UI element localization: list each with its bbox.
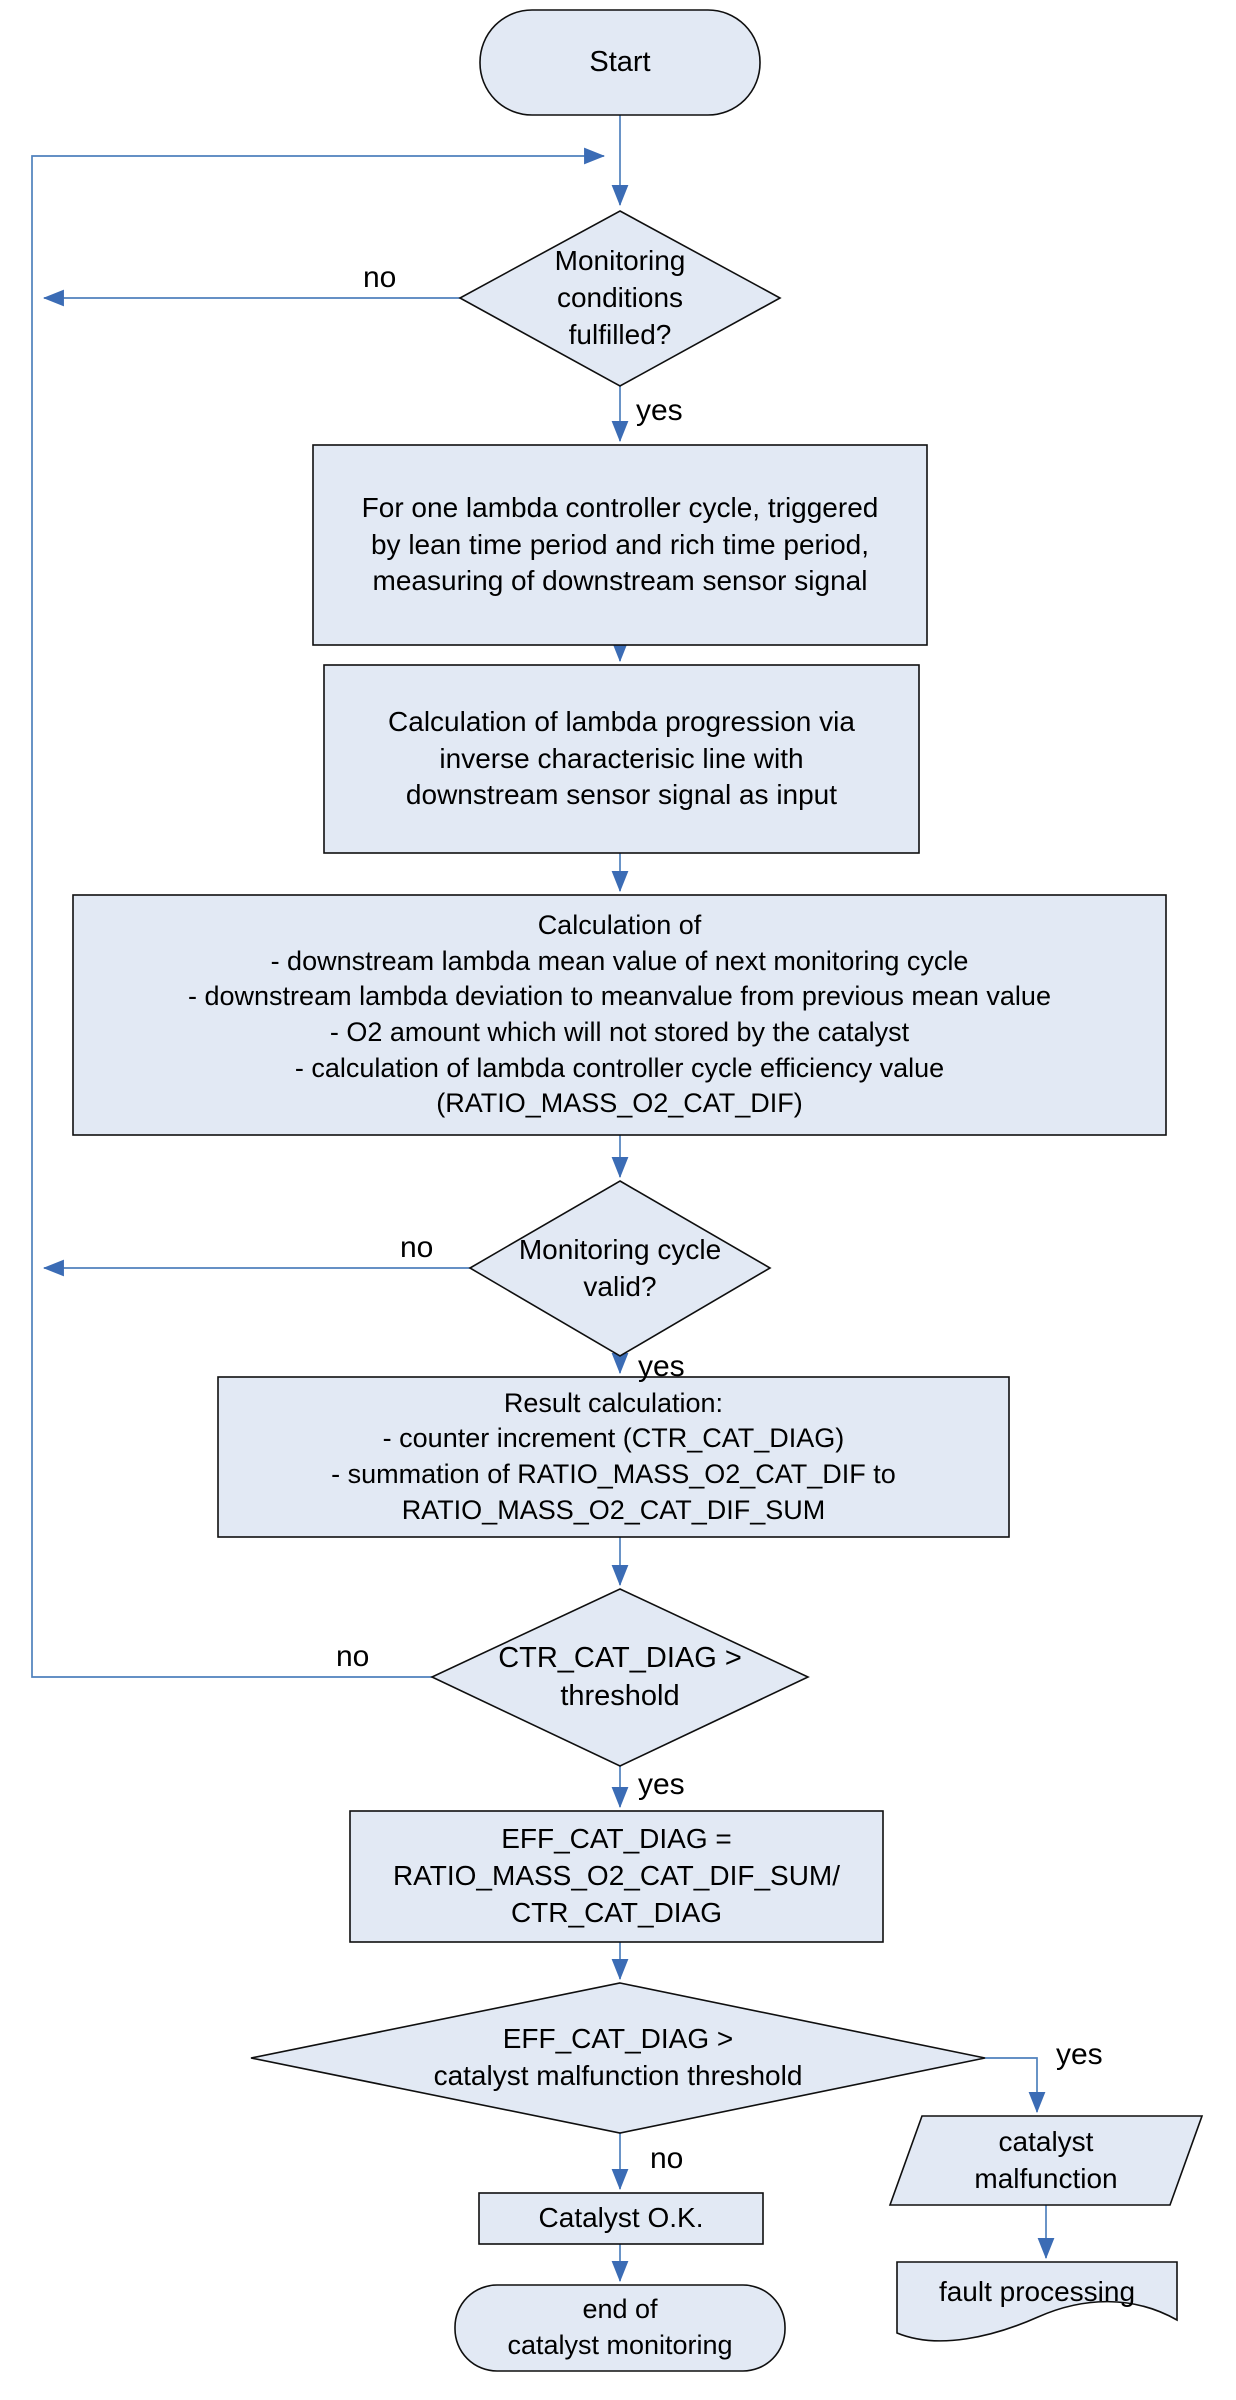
eff-threshold-label: EFF_CAT_DIAG > catalyst malfunction thre… [433, 2023, 803, 2091]
result-calculation-rect-shape [217, 1376, 1010, 1538]
connector-no-return-rail [31, 147, 606, 1678]
fault-processing-label: fault processing [938, 2275, 1136, 2307]
cycle-valid-label: Monitoring cycle valid? [518, 1233, 722, 1302]
connector-effthreshold-yes [985, 2057, 1046, 2114]
ctr-yes-label: yes [638, 1768, 685, 1801]
monitoring-no-label: no [363, 261, 397, 294]
cycle-valid-diamond-shape [468, 1180, 772, 1357]
monitoring-conditions-label: Monitoring conditions fulfilled? [554, 245, 686, 350]
eff-calculation-rect-shape [349, 1810, 884, 1943]
result-calculation-label: Result calculation: - counter increment … [331, 1387, 896, 1525]
catalyst-malfunction-label: catalyst malfunction [974, 2125, 1118, 2194]
start-label: Start [589, 46, 651, 79]
monitoring-yes-label: yes [636, 394, 683, 427]
monitoring-conditions-diamond-shape [458, 210, 782, 387]
catalyst-ok-label: Catalyst O.K. [538, 2202, 704, 2234]
cycle-no-label: no [400, 1231, 434, 1264]
fault-processing-document-shape [896, 2261, 1178, 2342]
eff-no-label: no [650, 2142, 684, 2175]
calculation-rect-shape [72, 894, 1167, 1136]
ctr-threshold-label: CTR_CAT_DIAG > threshold [498, 1641, 742, 1712]
calculation-label: Calculation of - downstream lambda mean … [188, 910, 1051, 1119]
eff-threshold-diamond-shape [250, 1982, 986, 2134]
eff-calculation-label: EFF_CAT_DIAG = RATIO_MASS_O2_CAT_DIF_SUM… [392, 1823, 841, 1928]
measure-downstream-label: For one lambda controller cycle, trigger… [361, 491, 879, 597]
lambda-progression-rect-shape [323, 664, 920, 854]
eff-yes-label: yes [1056, 2038, 1103, 2071]
cycle-yes-label: yes [638, 1350, 685, 1383]
catalyst-malfunction-parallelogram-shape [888, 2115, 1204, 2206]
end-label: end of catalyst monitoring [507, 2294, 733, 2360]
measure-downstream-rect-shape [312, 444, 928, 646]
ctr-threshold-diamond-shape [430, 1588, 810, 1767]
ctr-no-label: no [336, 1640, 370, 1673]
catalyst-ok-rect-shape [478, 2192, 764, 2245]
lambda-progression-label: Calculation of lambda progression via in… [388, 705, 855, 811]
start-terminator-shape [479, 9, 761, 116]
end-terminator-shape [454, 2284, 786, 2372]
